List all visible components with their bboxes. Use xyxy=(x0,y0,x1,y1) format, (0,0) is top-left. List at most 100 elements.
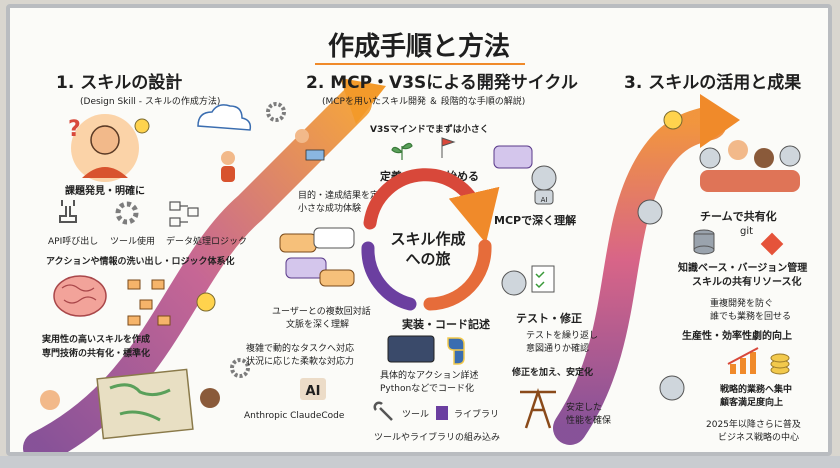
flex-label-1: 複雑で動的なタスクへ対応 xyxy=(246,342,354,354)
cloud-icon xyxy=(197,104,252,131)
stable-label-1: 安定した xyxy=(566,401,602,413)
practical-label-2: 専門技術の共有化・標準化 xyxy=(42,347,150,359)
future-label-1: 2025年以降さらに普及 xyxy=(706,418,801,430)
gear-icon-tool xyxy=(115,201,139,225)
lightbulb-icon-left xyxy=(134,118,150,134)
tool-label: ツール使用 xyxy=(110,235,155,247)
test-label: テスト・修正 xyxy=(516,311,582,325)
prevent-label-1: 重複開発を防ぐ xyxy=(710,297,773,309)
anthropic-logo-icon xyxy=(300,378,326,400)
right-growth-path xyxy=(553,106,727,445)
test-robot-icon xyxy=(501,270,527,296)
section-1-sub: (Design Skill - スキルの作成方法) xyxy=(80,95,220,107)
plant-icon xyxy=(391,142,413,160)
mcp-robot-head-icon xyxy=(531,165,557,191)
team-group-icon xyxy=(699,140,801,192)
anthropic-logo-text: AI xyxy=(306,384,321,399)
dialog-label-2: 文脈を深く理解 xyxy=(286,318,349,330)
data-logic-label: データ処理ロジック xyxy=(166,235,247,247)
left-path-arrowhead xyxy=(340,78,386,124)
productivity-label: 生産性・効率性劇的向上 xyxy=(682,329,792,342)
logic-flow-icon xyxy=(169,201,199,227)
whiteboard-tray xyxy=(0,456,840,468)
person-head-icon xyxy=(90,125,120,155)
mcp-label: MCPで深く理解 xyxy=(494,213,576,227)
gear-icon-top xyxy=(266,102,286,122)
laptop-icon xyxy=(305,149,325,161)
book-icon xyxy=(436,406,448,420)
section-3-heading: 3. スキルの活用と成果 xyxy=(624,72,801,93)
future-robot-icon xyxy=(659,375,685,401)
lightbulb-icon-right xyxy=(663,110,683,130)
plug-icon xyxy=(59,200,77,223)
kb-label-2: スキルの共有リソース化 xyxy=(692,275,802,288)
stable-label-2: 性能を確保 xyxy=(566,414,611,426)
test-detail-2: 意図通りか確認 xyxy=(526,342,589,354)
cycle-center-label-2: への旅 xyxy=(405,250,450,268)
systematize-label: アクションや情報の洗い出し・ロジック体系化 xyxy=(46,255,235,267)
mindset-label: V3Sマインドでまずは小さく xyxy=(370,123,489,135)
coins-icon xyxy=(770,353,790,375)
database-icon xyxy=(693,229,715,255)
impl-detail-1: 具体的なアクション詳述 xyxy=(380,369,479,381)
question-mark-icon: ? xyxy=(68,117,81,142)
team-person-icon-2 xyxy=(295,129,309,143)
team-share-label: チームで共有化 xyxy=(700,209,777,223)
strategic-label-2: 顧客満足度向上 xyxy=(720,396,783,408)
flowchart-icon xyxy=(127,279,171,326)
right-path-arrowhead xyxy=(700,94,740,148)
problem-label: 課題発見・明確に xyxy=(65,184,145,197)
goal-label-2: 小さな成功体験 xyxy=(298,202,361,214)
future-label-2: ビジネス戦略の中心 xyxy=(718,431,799,443)
map-land xyxy=(109,383,171,422)
checklist-icon xyxy=(531,265,555,293)
team-person-icon-4 xyxy=(200,388,220,408)
impl-label: 実装・コード記述 xyxy=(402,317,490,331)
goal-label-1: 目的・達成結果を定義 xyxy=(298,189,388,201)
embed-label: ツールやライブラリの組み込み xyxy=(374,431,500,443)
mcp-robot-badge: AI xyxy=(541,196,548,204)
brain-icon xyxy=(53,275,107,317)
prevent-label-2: 誰でも業務を回せる xyxy=(710,310,791,322)
anthropic-brand-label: Anthropic ClaudeCode xyxy=(244,411,345,421)
team-person-icon-1 xyxy=(221,151,235,165)
gear-icon-bottom xyxy=(230,358,250,378)
strategic-label-1: 戦略的業務へ集中 xyxy=(720,383,792,395)
wrench-icon xyxy=(373,401,393,421)
flag-icon xyxy=(441,137,456,158)
whiteboard: 作成手順と方法 1. スキルの設計 (Design Skill - スキルの作成… xyxy=(6,4,832,456)
library-chip-label: ライブラリ xyxy=(454,408,499,420)
impl-detail-2: Pythonなどでコード化 xyxy=(380,382,474,394)
share-robot-icon xyxy=(637,199,663,225)
code-window-icon xyxy=(387,335,435,363)
checkmarks xyxy=(535,271,545,289)
mcp-robot-body-icon xyxy=(534,189,554,205)
section-1-heading: 1. スキルの設計 xyxy=(56,72,182,93)
map-icon xyxy=(96,368,194,440)
git-label: git xyxy=(740,226,753,237)
stable-platform-icon xyxy=(520,388,556,429)
diagram-canvas: 作成手順と方法 1. スキルの設計 (Design Skill - スキルの作成… xyxy=(23,31,807,452)
page-title: 作成手順と方法 xyxy=(328,31,510,62)
git-logo-icon xyxy=(760,232,784,256)
practical-label-1: 実用性の高いスキルを作成 xyxy=(42,333,150,345)
stabilize-label: 修正を加え、安定化 xyxy=(511,366,593,378)
cycle-ring xyxy=(361,168,500,311)
dialog-label-1: ユーザーとの複数回対話 xyxy=(272,305,371,317)
team-person-icon-3 xyxy=(40,390,60,410)
tool-chip-label: ツール xyxy=(402,410,429,420)
section-2-heading: 2. MCP・V3Sによる開発サイクル xyxy=(306,72,578,93)
lightbulb-icon-mid xyxy=(196,292,216,312)
flex-label-2: 状況に応じた柔軟な対応力 xyxy=(246,355,354,367)
mcp-chat-icon xyxy=(493,145,533,169)
team-person-body-1 xyxy=(221,166,235,182)
brain-fold-lines xyxy=(61,284,97,304)
test-detail-1: テストを繰り返し xyxy=(526,329,598,341)
growth-chart-icon xyxy=(727,347,759,374)
person-body-icon xyxy=(82,167,128,178)
kb-label-1: 知識ベース・バージョン管理 xyxy=(677,261,807,274)
chat-bubbles-icon xyxy=(279,227,355,287)
python-logo-icon xyxy=(447,337,465,365)
api-label: API呼び出し xyxy=(48,235,98,247)
section-2-sub: (MCPを用いたスキル開発 ＆ 段階的な手順の解説) xyxy=(322,95,525,107)
